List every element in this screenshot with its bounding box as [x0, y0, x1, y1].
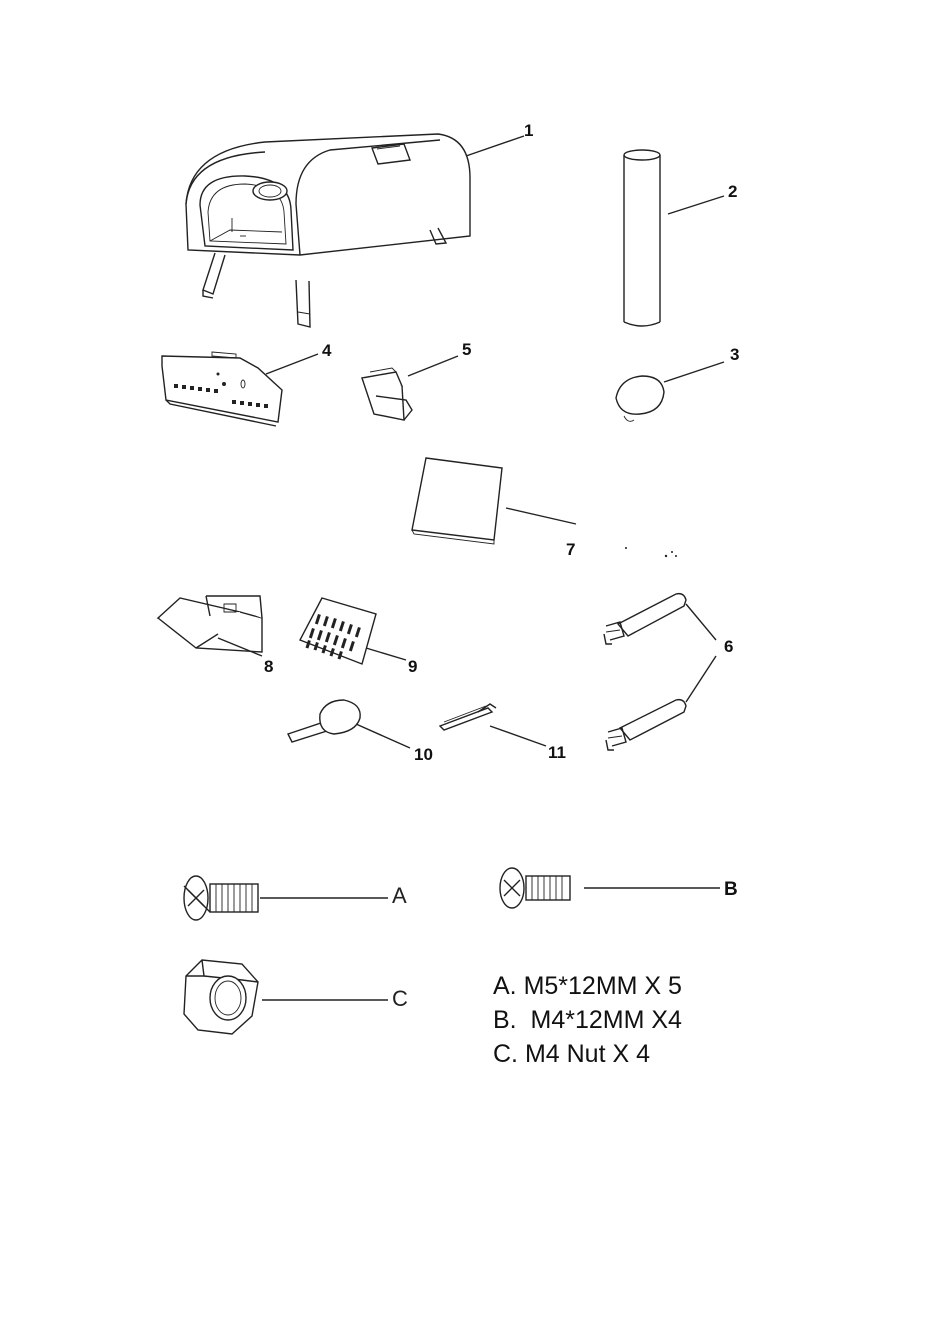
bolt-b-drawing: [500, 868, 720, 908]
chimney-pipe-drawing: [624, 150, 660, 326]
part-label-7: 7: [566, 541, 575, 558]
part-label-5: 5: [462, 341, 471, 358]
spec-line-a: A. M5*12MM X 5: [493, 974, 682, 999]
part-label-3: 3: [730, 346, 739, 363]
spec-line-c: C. M4 Nut X 4: [493, 1042, 650, 1067]
knob-drawing: [288, 700, 360, 742]
part-label-1: 1: [524, 122, 533, 139]
burner-panel-drawing: [162, 352, 282, 426]
part-label-4: 4: [322, 342, 331, 359]
chimney-cap-drawing: [616, 376, 664, 421]
valve-bracket-drawing: [362, 368, 412, 420]
hardware-label-c: C: [392, 988, 408, 1010]
part-label-2: 2: [728, 183, 737, 200]
burner-grate-drawing: [300, 598, 376, 664]
legs-drawing: [604, 594, 686, 750]
hardware-label-b: B: [724, 880, 738, 899]
nut-c-drawing: [184, 960, 388, 1034]
spec-line-b: B. M4*12MM X4: [493, 1008, 682, 1033]
bolt-a-drawing: [184, 876, 388, 920]
electrode-drawing: [440, 704, 496, 730]
oven-body-drawing: [186, 134, 470, 327]
part-label-8: 8: [264, 658, 273, 675]
pizza-stone-drawing: [412, 458, 677, 557]
part-label-11: 11: [548, 744, 566, 761]
hardware-label-a: A: [392, 885, 407, 907]
part-label-10: 10: [414, 746, 433, 763]
drip-tray-drawing: [158, 596, 262, 652]
part-label-6: 6: [724, 638, 733, 655]
part-label-9: 9: [408, 658, 417, 675]
